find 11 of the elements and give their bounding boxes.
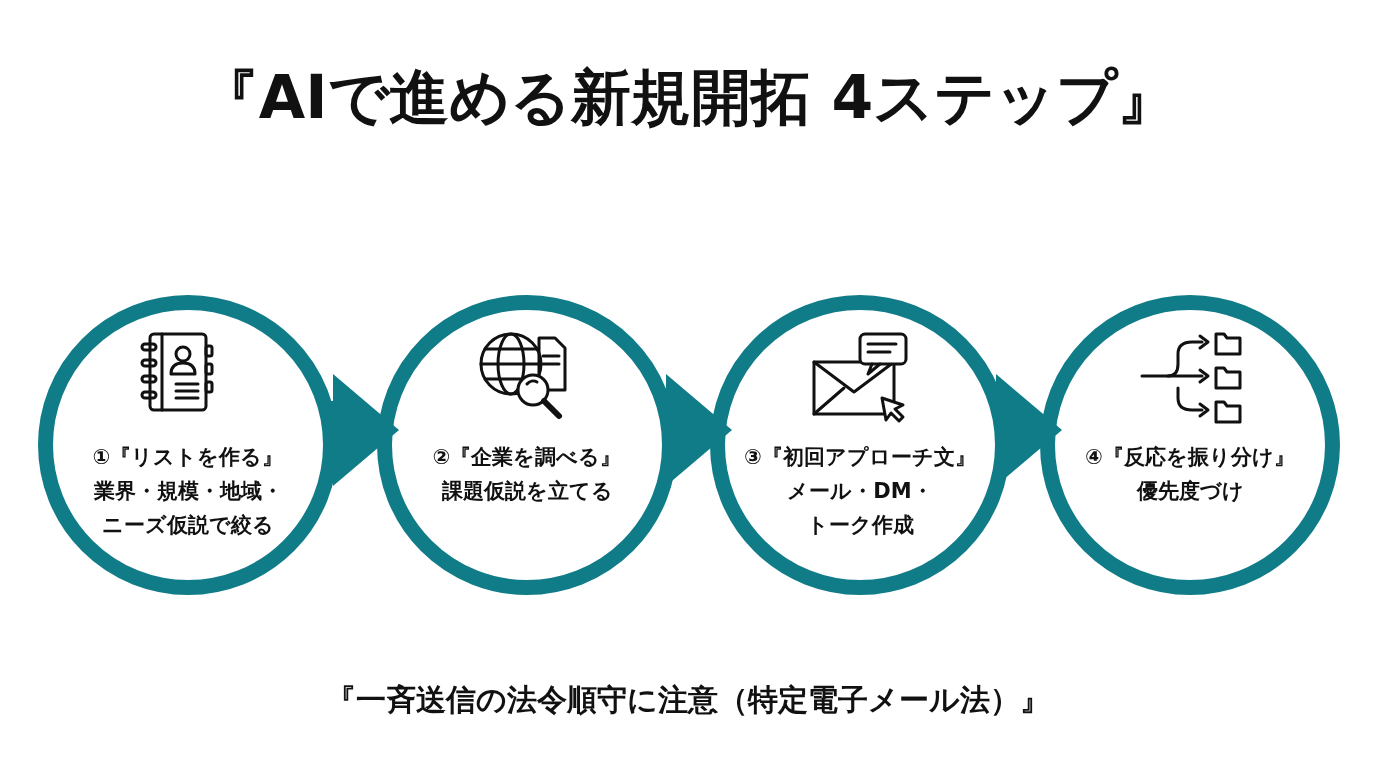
step-heading: ④『反応を振り分け』 [1085,444,1295,471]
arrow [328,374,399,486]
step-heading: ①『リストを作る』 [92,444,284,471]
caption: 『一斉送信の法令順守に注意（特定電子メール法）』 [325,681,1051,719]
title: 『AIで進める新規開拓 4ステップ』 [197,61,1179,134]
step-heading: ③『初回アプローチ文』 [744,444,976,471]
step-description: 優先度づけ [1135,478,1245,505]
step-description: 業界・規模・地域・ニーズ仮説で絞る [92,478,284,539]
step-description: メール・DM・トーク作成 [786,478,934,539]
step-heading: ②『企業を調べる』 [432,444,622,471]
step-description: 課題仮説を立てる [440,478,614,505]
